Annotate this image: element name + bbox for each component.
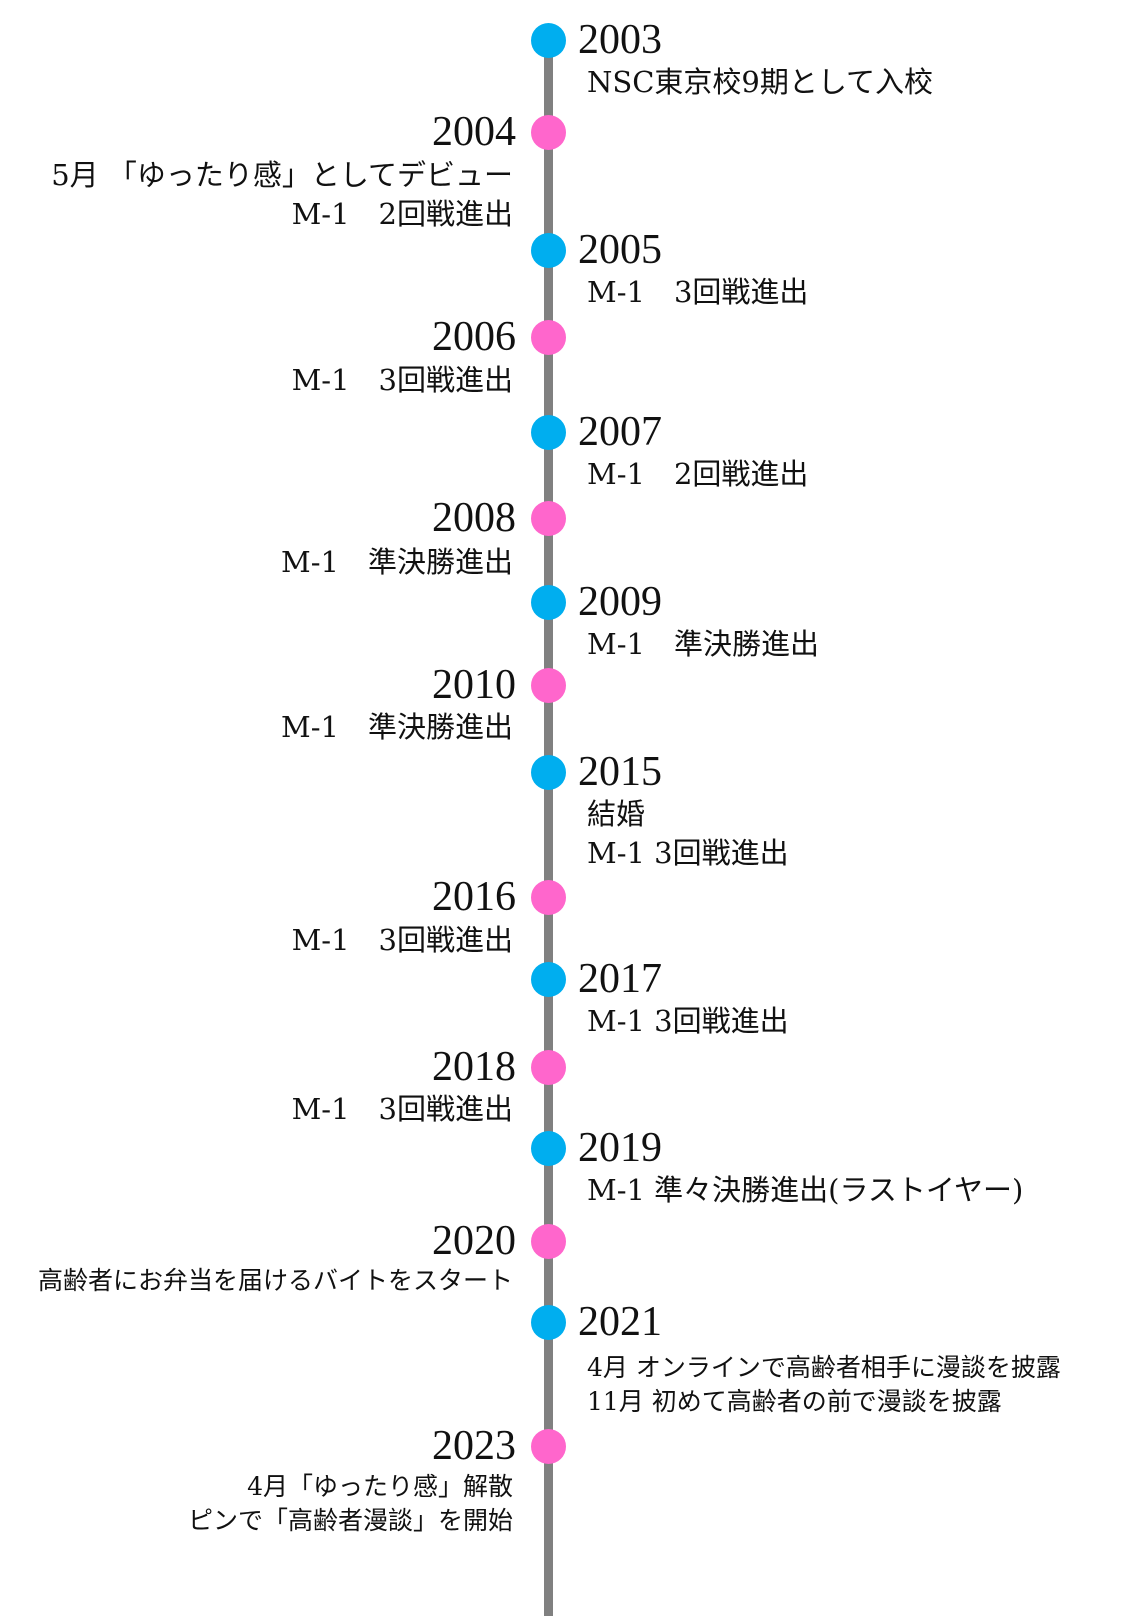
event-description-line: M-1 準決勝進出 — [587, 627, 819, 661]
event-year: 2019 — [578, 1125, 662, 1171]
timeline-marker — [531, 1224, 566, 1259]
event-description: M-1 3回戦進出 — [587, 1002, 789, 1041]
event-description: M-1 3回戦進出 — [292, 921, 513, 960]
event-description-line: M-1 3回戦進出 — [587, 1004, 789, 1038]
event-description-line: 5月 「ゆったり感」としてデビュー — [51, 158, 513, 192]
event-description-line: NSC東京校9期として入校 — [587, 65, 934, 99]
event-description: M-1 3回戦進出 — [587, 273, 808, 312]
timeline-marker — [531, 880, 566, 915]
event-year: 2020 — [432, 1218, 516, 1264]
event-year: 2021 — [578, 1299, 662, 1345]
event-description: M-1 準決勝進出 — [587, 625, 819, 664]
timeline-marker — [531, 415, 566, 450]
event-description-line: M-1 準々決勝進出(ラストイヤー) — [587, 1173, 1024, 1207]
timeline-marker — [531, 1050, 566, 1085]
event-description-line: M-1 3回戦進出 — [291, 363, 513, 397]
timeline-marker — [531, 962, 566, 997]
event-year: 2023 — [432, 1423, 516, 1469]
event-description: 高齢者にお弁当を届けるバイトをスタート — [38, 1264, 513, 1298]
event-description: M-1 準決勝進出 — [281, 543, 513, 582]
event-description: M-1 3回戦進出 — [292, 361, 513, 400]
event-year: 2018 — [432, 1044, 516, 1090]
event-description: 4月「ゆったり感」解散ピンで「高齢者漫談」を開始 — [188, 1470, 513, 1538]
event-description: M-1 準決勝進出 — [281, 708, 513, 747]
event-year: 2008 — [432, 495, 516, 541]
event-description: M-1 準々決勝進出(ラストイヤー) — [587, 1171, 1023, 1210]
event-description-line: 4月「ゆったり感」解散 — [247, 1472, 513, 1501]
timeline-axis — [544, 40, 553, 1616]
event-description-line: M-1 2回戦進出 — [587, 457, 809, 491]
event-year: 2005 — [578, 227, 662, 273]
event-description-line: M-1 3回戦進出 — [291, 923, 513, 957]
event-year: 2015 — [578, 749, 662, 795]
event-description: NSC東京校9期として入校 — [587, 63, 933, 102]
timeline-marker — [531, 1131, 566, 1166]
event-description-line: 結婚 — [587, 797, 646, 831]
event-description-line: M-1 準決勝進出 — [281, 710, 513, 744]
event-year: 2003 — [578, 17, 662, 63]
event-description: M-1 2回戦進出 — [587, 455, 808, 494]
event-description: 結婚 M-1 3回戦進出 — [587, 795, 789, 873]
event-description-line: M-1 3回戦進出 — [587, 275, 809, 309]
timeline-marker — [531, 585, 566, 620]
timeline-marker — [531, 668, 566, 703]
event-description: 5月 「ゆったり感」としてデビュー M-1 2回戦進出 — [51, 156, 513, 234]
event-description-line: M-1 2回戦進出 — [291, 197, 513, 231]
event-year: 2016 — [432, 874, 516, 920]
event-description: 4月 オンラインで高齢者相手に漫談を披露 11月 初めて高齢者の前で漫談を披露 — [587, 1351, 1061, 1419]
event-year: 2004 — [432, 109, 516, 155]
event-description-line: 高齢者にお弁当を届けるバイトをスタート — [37, 1266, 513, 1295]
timeline-marker — [531, 1429, 566, 1464]
timeline-marker — [531, 755, 566, 790]
event-year: 2009 — [578, 579, 662, 625]
event-year: 2006 — [432, 314, 516, 360]
event-description-line: M-1 3回戦進出 — [291, 1092, 513, 1126]
timeline-marker — [531, 1305, 566, 1340]
event-year: 2010 — [432, 662, 516, 708]
timeline-marker — [531, 23, 566, 58]
event-year: 2007 — [578, 409, 662, 455]
event-description-line: ピンで「高齢者漫談」を開始 — [187, 1506, 513, 1535]
timeline-marker — [531, 233, 566, 268]
event-description-line: 11月 初めて高齢者の前で漫談を披露 — [587, 1387, 1002, 1416]
event-year: 2017 — [578, 956, 662, 1002]
event-description-line: M-1 3回戦進出 — [587, 836, 789, 870]
event-description: M-1 3回戦進出 — [292, 1090, 513, 1129]
timeline-marker — [531, 320, 566, 355]
timeline-marker — [531, 501, 566, 536]
timeline-marker — [531, 115, 566, 150]
event-description-line: 4月 オンラインで高齢者相手に漫談を披露 — [587, 1353, 1061, 1382]
event-description-line: M-1 準決勝進出 — [281, 545, 513, 579]
